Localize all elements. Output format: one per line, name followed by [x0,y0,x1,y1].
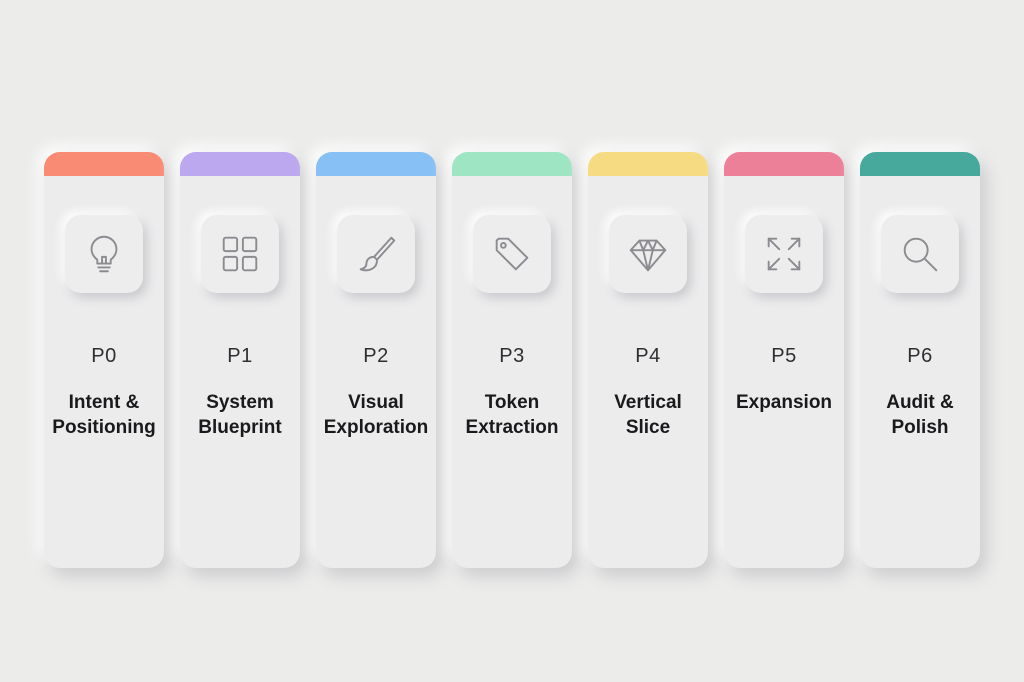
grid-icon [201,215,279,293]
phase-accent-bar [316,152,436,176]
phase-title: Token Extraction [465,392,559,438]
phase-card-p4: P4 Vertical Slice [588,152,708,568]
phase-card-p2: P2 Visual Exploration [316,152,436,568]
phase-accent-bar [724,152,844,176]
phase-accent-bar [180,152,300,176]
phase-card-p1: P1 System Blueprint [180,152,300,568]
diamond-icon [609,215,687,293]
phase-code: P4 [635,345,661,367]
phase-accent-bar [44,152,164,176]
phase-card-p3: P3 Token Extraction [452,152,572,568]
phase-code: P6 [907,345,933,367]
phase-accent-bar [452,152,572,176]
phase-card-p0: P0 Intent & Positioning [44,152,164,568]
phase-title: Intent & Positioning [52,392,156,438]
phase-code: P0 [91,345,117,367]
phase-accent-bar [860,152,980,176]
paintbrush-icon [337,215,415,293]
phase-code: P5 [771,345,797,367]
phase-code: P3 [499,345,525,367]
phase-card-p6: P6 Audit & Polish [860,152,980,568]
phase-code: P1 [227,345,253,367]
lightbulb-icon [65,215,143,293]
phase-title: Vertical Slice [614,392,682,438]
phase-accent-bar [588,152,708,176]
expand-icon [745,215,823,293]
phase-title: System Blueprint [198,392,282,438]
phase-title: Expansion [735,392,833,413]
search-icon [881,215,959,293]
phase-title: Visual Exploration [323,392,429,438]
phase-code: P2 [363,345,389,367]
phase-card-p5: P5 Expansion [724,152,844,568]
tag-icon [473,215,551,293]
phase-title: Audit & Polish [886,392,954,438]
